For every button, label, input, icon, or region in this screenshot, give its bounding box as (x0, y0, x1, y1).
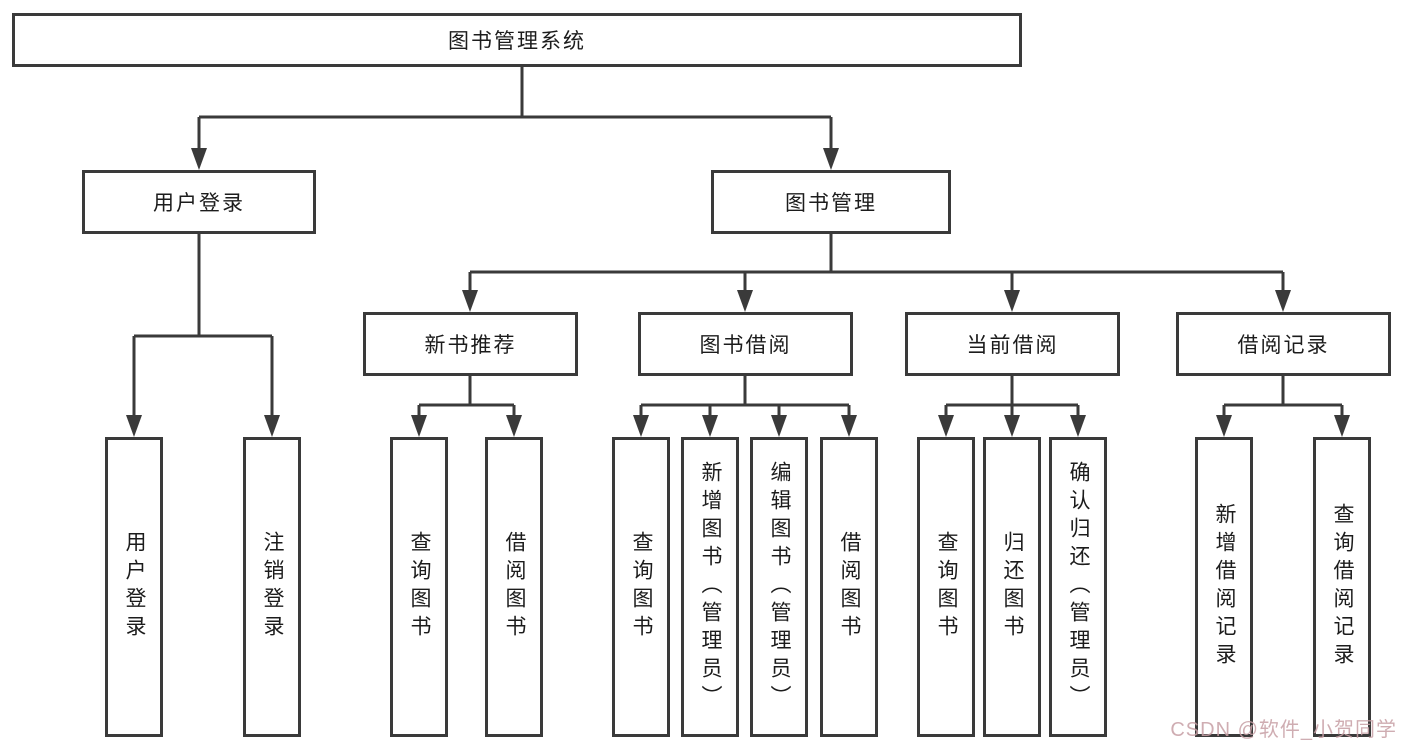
arrowhead-icon (1334, 415, 1350, 437)
arrowhead-icon (938, 415, 954, 437)
node-leaf-add-borrow-record: 新增借阅记录 (1195, 437, 1253, 737)
node-leaf-query-borrow-record: 查询借阅记录 (1313, 437, 1371, 737)
node-label: 借阅记录 (1237, 334, 1330, 357)
node-leaf-confirm-return-admin: 确认归还（管理员） (1049, 437, 1107, 737)
node-label: 新书推荐 (424, 334, 517, 357)
node-borrowing-records: 借阅记录 (1176, 312, 1391, 376)
arrowhead-icon (1004, 290, 1020, 312)
arrowhead-icon (411, 415, 427, 437)
node-label: 注销登录 (261, 531, 284, 643)
node-leaf-borrow-books-borrowing: 借阅图书 (820, 437, 878, 737)
node-label: 借阅图书 (503, 531, 526, 643)
node-label: 查询图书 (408, 531, 431, 643)
arrowhead-icon (1275, 290, 1291, 312)
arrowhead-icon (191, 148, 207, 170)
csdn-watermark: CSDN @软件_小贺同学 (1170, 719, 1397, 741)
node-label: 编辑图书（管理员） (768, 461, 791, 713)
node-leaf-query-books-borrowing: 查询图书 (612, 437, 670, 737)
arrowhead-icon (506, 415, 522, 437)
arrowhead-icon (771, 415, 787, 437)
node-label: 图书管理系统 (448, 30, 586, 53)
node-leaf-query-books-recommend: 查询图书 (390, 437, 448, 737)
arrowheads (126, 148, 1350, 437)
node-label: 查询借阅记录 (1331, 503, 1354, 671)
arrowhead-icon (737, 290, 753, 312)
node-book-management: 图书管理 (711, 170, 951, 234)
node-current-borrowing: 当前借阅 (905, 312, 1120, 376)
node-leaf-edit-books-admin: 编辑图书（管理员） (750, 437, 808, 737)
node-label: 图书管理 (785, 192, 877, 215)
node-label: 确认归还（管理员） (1067, 461, 1090, 713)
arrowhead-icon (1216, 415, 1232, 437)
arrowhead-icon (702, 415, 718, 437)
node-library-management-system: 图书管理系统 (12, 13, 1022, 67)
node-label: 当前借阅 (966, 334, 1059, 357)
node-leaf-logout: 注销登录 (243, 437, 301, 737)
arrowhead-icon (126, 415, 142, 437)
node-label: 用户登录 (153, 192, 245, 215)
node-label: 借阅图书 (838, 531, 861, 643)
node-leaf-user-login: 用户登录 (105, 437, 163, 737)
arrowhead-icon (1070, 415, 1086, 437)
node-label: 查询图书 (935, 531, 958, 643)
arrowhead-icon (823, 148, 839, 170)
node-label: 用户登录 (123, 531, 146, 643)
node-leaf-return-books: 归还图书 (983, 437, 1041, 737)
node-label: 归还图书 (1001, 531, 1024, 643)
arrowhead-icon (462, 290, 478, 312)
node-label: 查询图书 (630, 531, 653, 643)
arrowhead-icon (264, 415, 280, 437)
arrowhead-icon (633, 415, 649, 437)
node-label: 新增借阅记录 (1213, 503, 1236, 671)
node-book-borrowing: 图书借阅 (638, 312, 853, 376)
node-user-login: 用户登录 (82, 170, 316, 234)
node-leaf-borrow-books-recommend: 借阅图书 (485, 437, 543, 737)
node-leaf-add-books-admin: 新增图书（管理员） (681, 437, 739, 737)
node-label: 新增图书（管理员） (699, 461, 722, 713)
node-label: 图书借阅 (699, 334, 792, 357)
arrowhead-icon (1004, 415, 1020, 437)
node-leaf-query-books-current: 查询图书 (917, 437, 975, 737)
arrowhead-icon (841, 415, 857, 437)
node-new-book-recommendation: 新书推荐 (363, 312, 578, 376)
